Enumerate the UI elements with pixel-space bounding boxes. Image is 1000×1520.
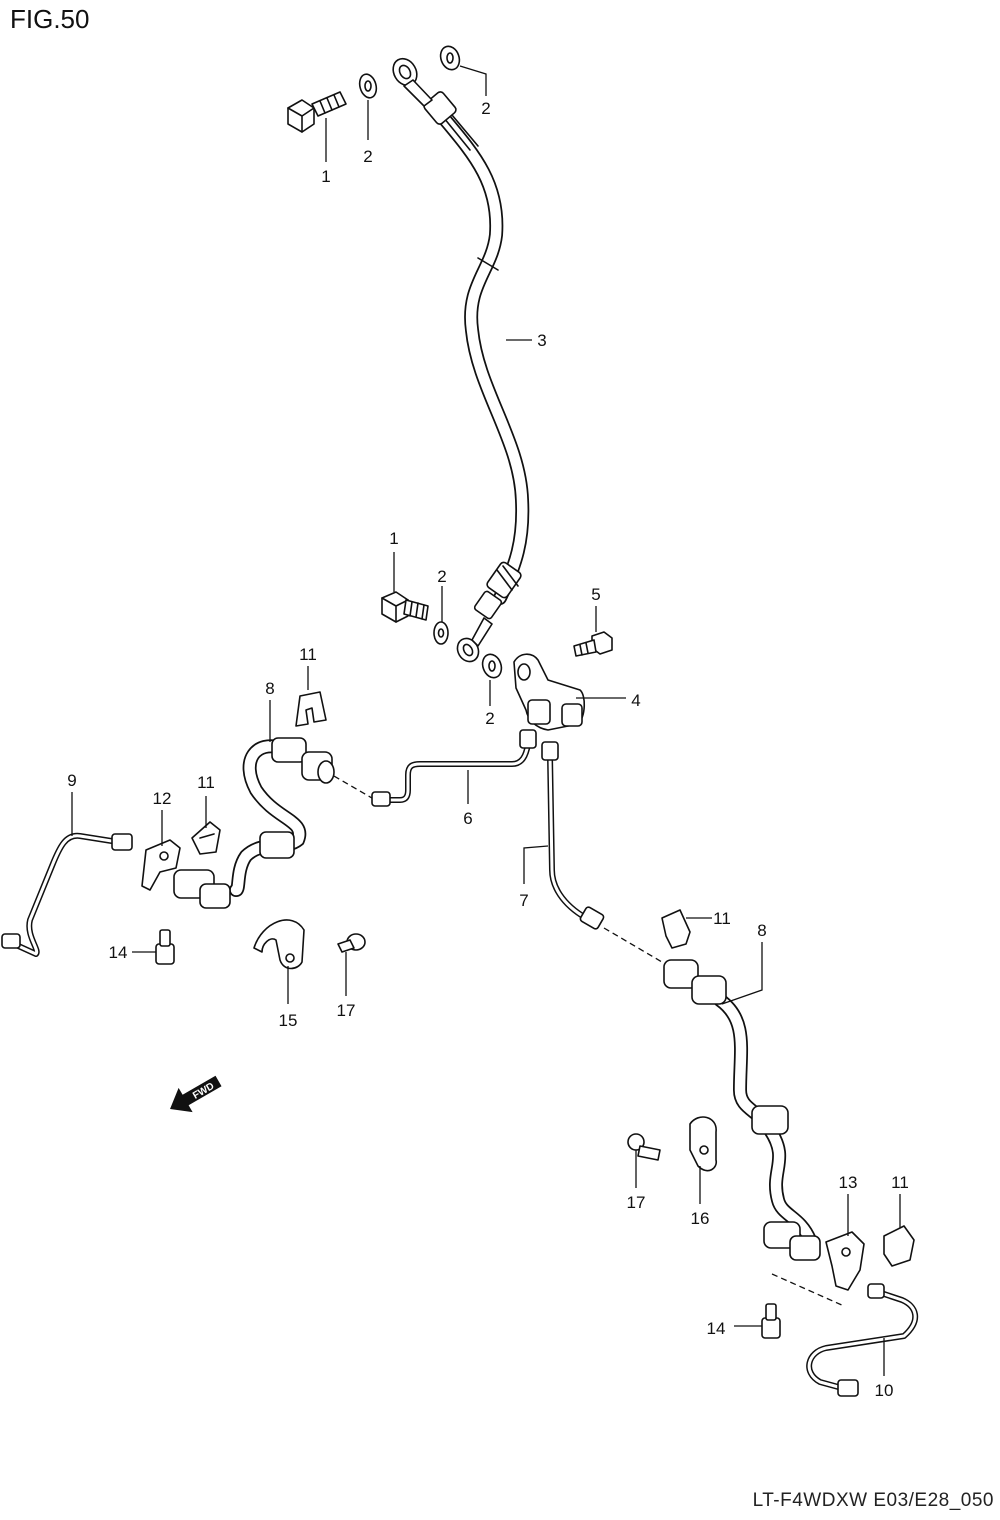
bracket-13	[825, 1231, 865, 1291]
callout-label-c11b: 11	[197, 773, 215, 792]
callout-label-c7: 7	[519, 891, 528, 910]
screw-17b	[627, 1133, 661, 1161]
brake-hose-upper	[392, 57, 530, 663]
callout-label-c11a: 11	[299, 645, 317, 664]
gasket-4	[481, 653, 503, 679]
callout-label-c13: 13	[839, 1173, 858, 1192]
gasket-3	[433, 621, 449, 645]
brake-joint	[513, 653, 586, 731]
bracket-12	[141, 839, 181, 891]
fwd-direction-marker: FWD	[170, 1075, 222, 1113]
callout-label-c2a: 2	[363, 147, 372, 166]
callout-label-c12: 12	[153, 789, 172, 808]
clip-11a	[295, 691, 327, 727]
callout-label-c8b: 8	[757, 921, 766, 940]
bolt-5	[573, 631, 613, 657]
figure-title: FIG.50	[10, 4, 90, 34]
union-bolt-lower	[381, 591, 429, 623]
callout-label-c1a: 1	[321, 167, 330, 186]
brake-hose-right	[663, 959, 821, 1261]
union-bolt-upper	[287, 91, 347, 133]
clamp-16	[689, 1116, 718, 1172]
bolt-14a	[155, 929, 175, 965]
callout-label-c5: 5	[591, 585, 600, 604]
clip-11b	[191, 821, 221, 855]
callout-label-c2b: 2	[481, 99, 490, 118]
callout-label-c17a: 17	[337, 1001, 356, 1020]
callout-label-c16: 16	[691, 1209, 710, 1228]
clip-11d	[883, 1225, 915, 1267]
callout-label-c2d: 2	[485, 709, 494, 728]
bolt-14b	[761, 1273, 845, 1339]
brake-pipe-7	[541, 741, 663, 963]
model-code: LT-F4WDXW E03/E28_050	[752, 1490, 994, 1511]
callout-label-c17b: 17	[627, 1193, 646, 1212]
gasket-1	[358, 73, 378, 99]
callout-label-c6: 6	[463, 809, 472, 828]
clamp-15	[253, 919, 305, 970]
callout-label-c14a: 14	[109, 943, 128, 962]
callout-label-c1b: 1	[389, 529, 398, 548]
callout-label-c11c: 11	[713, 909, 731, 928]
gasket-2	[439, 45, 461, 71]
brake-pipe-9	[1, 832, 133, 957]
callout-label-c11d: 11	[891, 1173, 909, 1192]
callout-label-c2c: 2	[437, 567, 446, 586]
callout-label-c3: 3	[537, 331, 546, 350]
brake-hose-left	[173, 737, 335, 909]
clip-11c	[661, 909, 691, 949]
fwd-label: FWD	[191, 1081, 216, 1102]
brake-pipe-6	[333, 729, 537, 807]
brake-pipe-10	[806, 1283, 918, 1397]
callout-label-c8a: 8	[265, 679, 274, 698]
callout-label-c14b: 14	[707, 1319, 726, 1338]
screw-17a	[337, 933, 366, 953]
callout-label-c10: 10	[875, 1381, 894, 1400]
callout-label-c15: 15	[279, 1011, 298, 1030]
callout-label-c9: 9	[67, 771, 76, 790]
callout-label-c4: 4	[631, 691, 640, 710]
